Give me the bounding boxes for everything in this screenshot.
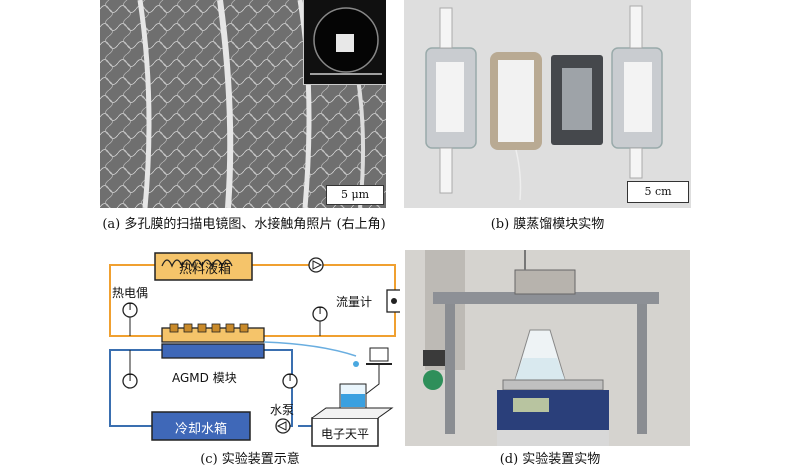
experiment-schematic <box>109 252 400 447</box>
permeate-line <box>263 341 357 357</box>
apparatus-photo-panel <box>405 250 690 446</box>
pump-label: 水泵 <box>270 403 295 417</box>
caption-d: (d) 实验装置实物 <box>499 452 601 467</box>
scale-bar-a: 5 μm <box>326 185 384 205</box>
sem-image-panel: 5 μm <box>100 0 386 208</box>
module-photo <box>404 0 691 208</box>
contact-angle-inset <box>303 0 386 85</box>
caption-c: (c) 实验装置示意 <box>200 452 300 467</box>
hot-loop-line <box>109 264 162 337</box>
cold-tank-label: 冷却水箱 <box>174 422 227 437</box>
laptop-icon <box>369 347 389 362</box>
flowmeter-label: 流量计 <box>336 295 373 309</box>
thermocouple-label: 热电偶 <box>112 286 149 300</box>
thermocouple-icon-3 <box>122 350 138 389</box>
hot-loop-line-right <box>252 264 396 337</box>
gauge-label-1: T <box>126 302 134 313</box>
hot-tank <box>154 252 253 281</box>
apparatus-photo <box>405 250 690 446</box>
module-photo-panel: 5 cm <box>404 0 691 208</box>
droplet-icon <box>353 361 359 367</box>
heater-coil-icon <box>161 259 233 268</box>
schematic-panel: 热料液箱 热电偶 流量计 AGMD 模块 水泵 冷却水箱 电子天平 T T T … <box>100 244 400 450</box>
hot-tank-label: 热料液箱 <box>178 262 231 277</box>
cold-loop-line <box>109 349 162 427</box>
thermocouple-icon-1 <box>122 302 138 336</box>
caption-a: (a) 多孔膜的扫描电镜图、水接触角照片 (右上角) <box>102 217 386 232</box>
balance-icon <box>311 417 379 447</box>
gauge-label-4: T <box>286 373 294 384</box>
gauge-label-2: T <box>316 306 324 317</box>
module-cold-side <box>161 343 265 359</box>
caption-b: (b) 膜蒸馏模块实物 <box>490 217 605 232</box>
gauge-label-3: T <box>126 373 134 384</box>
water-droplet <box>310 7 382 75</box>
balance-label: 电子天平 <box>320 427 369 441</box>
module-label: AGMD 模块 <box>172 371 237 385</box>
thermocouple-icon-2 <box>312 306 328 336</box>
scale-bar-b: 5 cm <box>627 181 689 203</box>
thermocouple-icon-4 <box>282 373 298 389</box>
cold-tank <box>151 411 251 441</box>
